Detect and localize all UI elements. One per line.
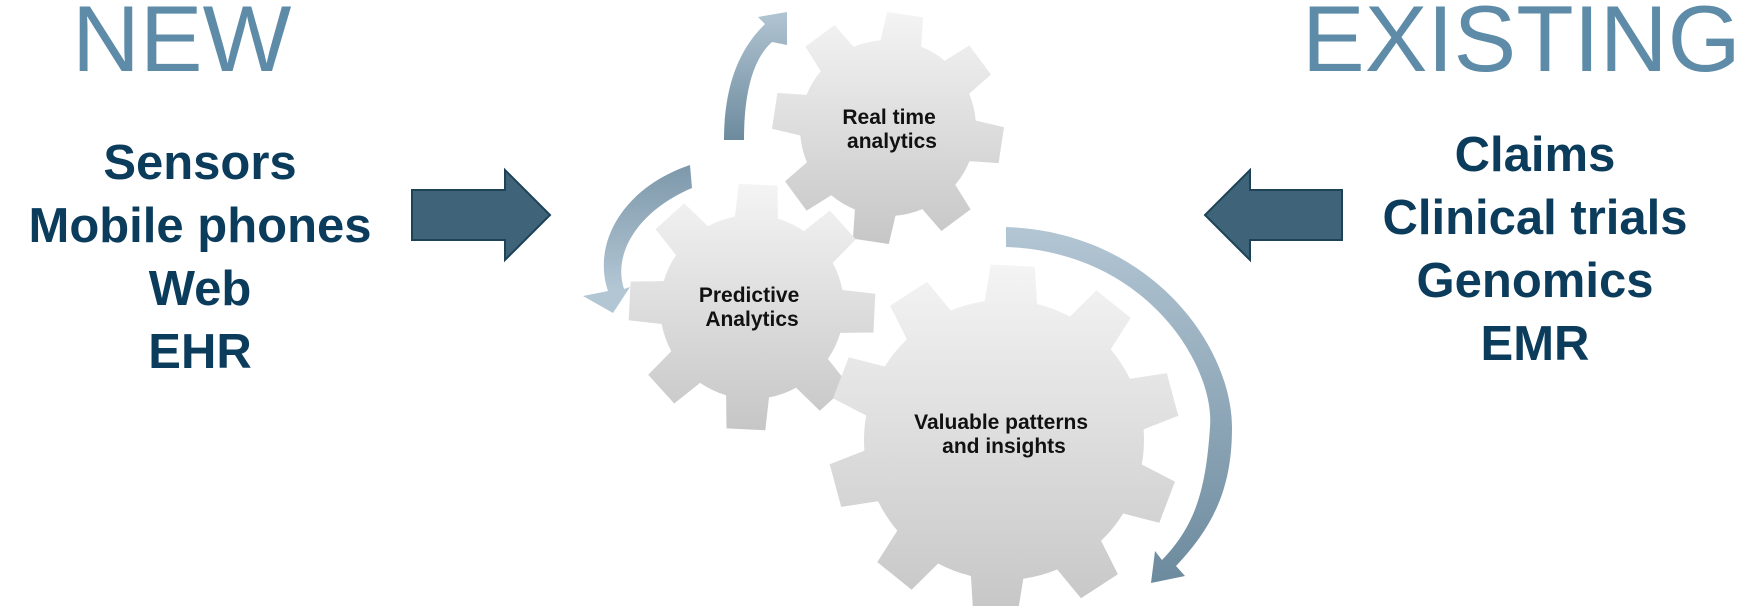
new-data-sources-list: Sensors Mobile phones Web EHR	[10, 132, 390, 384]
existing-data-heading: EXISTING	[1302, 0, 1741, 91]
gear-icon	[829, 264, 1179, 606]
existing-data-sources-list: Claims Clinical trials Genomics EMR	[1350, 124, 1720, 376]
gear-label-line: Analytics	[705, 308, 798, 331]
cycle-arrow-top	[724, 12, 787, 140]
existing-source-item: Clinical trials	[1382, 191, 1688, 245]
cycle-arrow-left	[583, 165, 692, 313]
gear-label-line: Predictive	[699, 284, 799, 307]
gear-label-predictive: Predictive Analytics	[699, 284, 805, 331]
new-source-item: EHR	[148, 325, 252, 379]
gear-label-realtime: Real time analytics	[842, 106, 941, 153]
existing-source-item: Genomics	[1416, 254, 1654, 308]
new-data-heading: NEW	[72, 0, 292, 91]
existing-source-item: EMR	[1480, 317, 1590, 371]
new-source-item: Web	[148, 262, 252, 316]
left-arrow	[1203, 167, 1343, 263]
gear-label-valuable: Valuable patterns and insights	[914, 411, 1094, 458]
existing-source-item: Claims	[1454, 128, 1616, 182]
gear-label-line: analytics	[847, 130, 937, 153]
gear-label-line: Valuable patterns	[914, 411, 1088, 434]
gear-icon	[772, 12, 1004, 244]
right-arrow	[411, 167, 552, 263]
gear-icon	[628, 183, 876, 431]
cycle-arrow-right	[1006, 227, 1232, 583]
new-source-item: Sensors	[103, 136, 297, 190]
new-source-item: Mobile phones	[28, 199, 372, 253]
gear-label-line: and insights	[942, 435, 1066, 458]
gear-label-line: Real time	[842, 106, 935, 129]
